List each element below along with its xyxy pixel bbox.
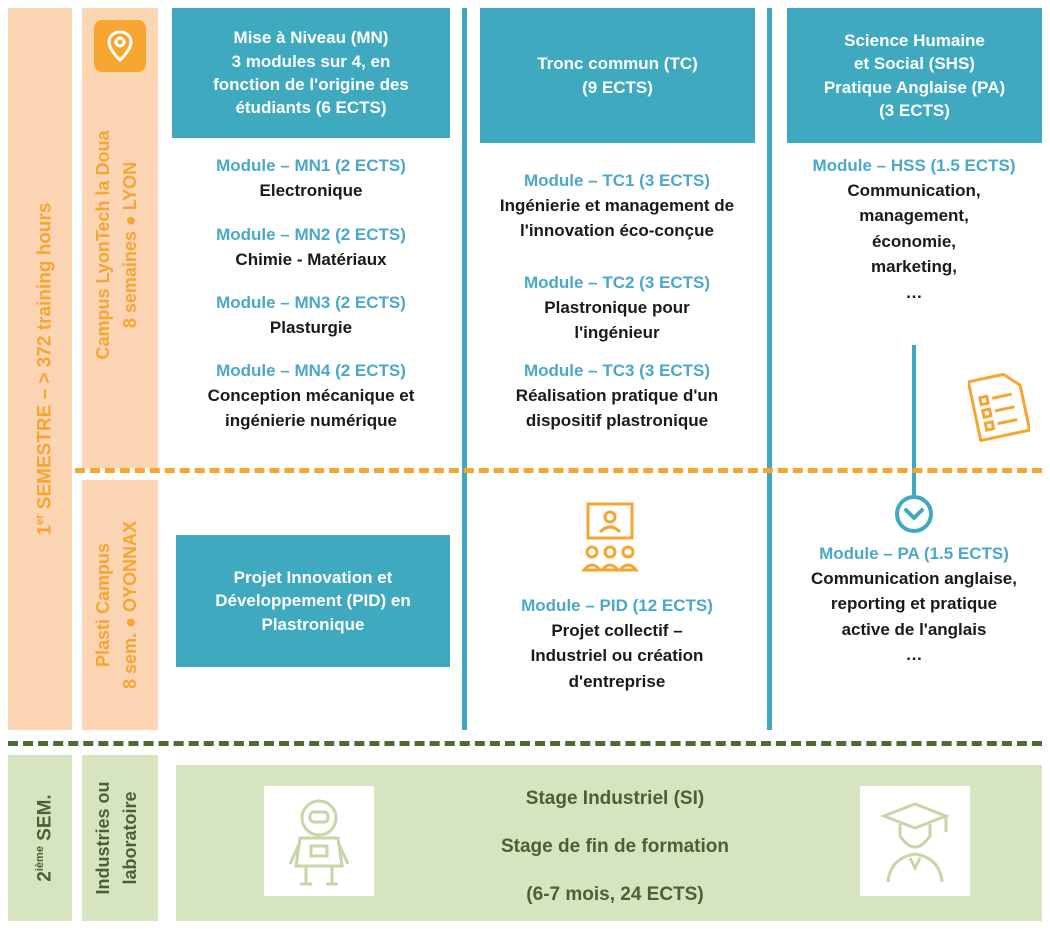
semester2-label: 2ième SEM. bbox=[34, 794, 56, 882]
document-checklist-icon bbox=[966, 370, 1032, 443]
campus-oyonnax-band bbox=[82, 480, 158, 730]
semester-split-dashed-line bbox=[75, 468, 1042, 473]
semester1-band bbox=[8, 8, 72, 730]
module-tc1: Module – TC1 (3 ECTS) Ingénierie et mana… bbox=[499, 171, 735, 241]
module-pa: Module – PA (1.5 ECTS) Communication ang… bbox=[811, 544, 1017, 665]
pid-box: Projet Innovation et Développement (PID)… bbox=[176, 535, 450, 667]
campus-lyon-band bbox=[82, 8, 158, 468]
module-mn2: Module – MN2 (2 ECTS) Chimie - Matériaux bbox=[216, 225, 406, 269]
column-divider-2 bbox=[767, 8, 772, 730]
chevron-down-circle-icon bbox=[894, 494, 934, 534]
tc-header-box: Tronc commun (TC) (9 ECTS) bbox=[480, 8, 755, 143]
module-hss: Module – HSS (1.5 ECTS) Communication, m… bbox=[812, 156, 1016, 302]
presentation-audience-icon bbox=[580, 500, 640, 578]
module-mn4: Module – MN4 (2 ECTS) Conception mécaniq… bbox=[207, 361, 415, 431]
module-pid: Module – PID (12 ECTS) Projet collectif … bbox=[521, 596, 713, 691]
module-tc3: Module – TC3 (3 ECTS) Réalisation pratiq… bbox=[515, 361, 719, 431]
semester2-dashed-line bbox=[8, 741, 1042, 746]
column-divider-1 bbox=[462, 8, 467, 730]
stage-title: Stage Industriel (SI) bbox=[525, 788, 705, 809]
astronaut-icon bbox=[264, 786, 374, 896]
stage-duration: (6-7 mois, 24 ECTS) bbox=[526, 884, 704, 905]
shs-header-box: Science Humaine et Social (SHS) Pratique… bbox=[787, 8, 1042, 143]
semester1-label: 1er SEMESTRE – > 372 training hours bbox=[34, 202, 56, 536]
semester2-band bbox=[8, 755, 72, 921]
graduate-icon bbox=[860, 786, 970, 896]
mn-header-box: Mise à Niveau (MN) 3 modules sur 4, en f… bbox=[172, 8, 450, 138]
industries-label: Industries ou laboratoire bbox=[93, 781, 140, 895]
campus-lyon-label: Campus LyonTech la Doua 8 semaines ● LYO… bbox=[93, 130, 140, 360]
stage-subtitle: Stage de fin de formation bbox=[500, 836, 730, 857]
module-mn1: Module – MN1 (2 ECTS) Electronique bbox=[216, 156, 406, 200]
module-tc2: Module – TC2 (3 ECTS) Plastronique pour … bbox=[523, 273, 711, 343]
module-mn3: Module – MN3 (2 ECTS) Plasturgie bbox=[216, 293, 406, 337]
campus-oyonnax-label: Plasti Campus 8 sem. ● OYONNAX bbox=[93, 521, 140, 689]
industries-band bbox=[82, 755, 158, 921]
location-pin-icon bbox=[94, 20, 146, 72]
connector-line bbox=[912, 345, 916, 495]
